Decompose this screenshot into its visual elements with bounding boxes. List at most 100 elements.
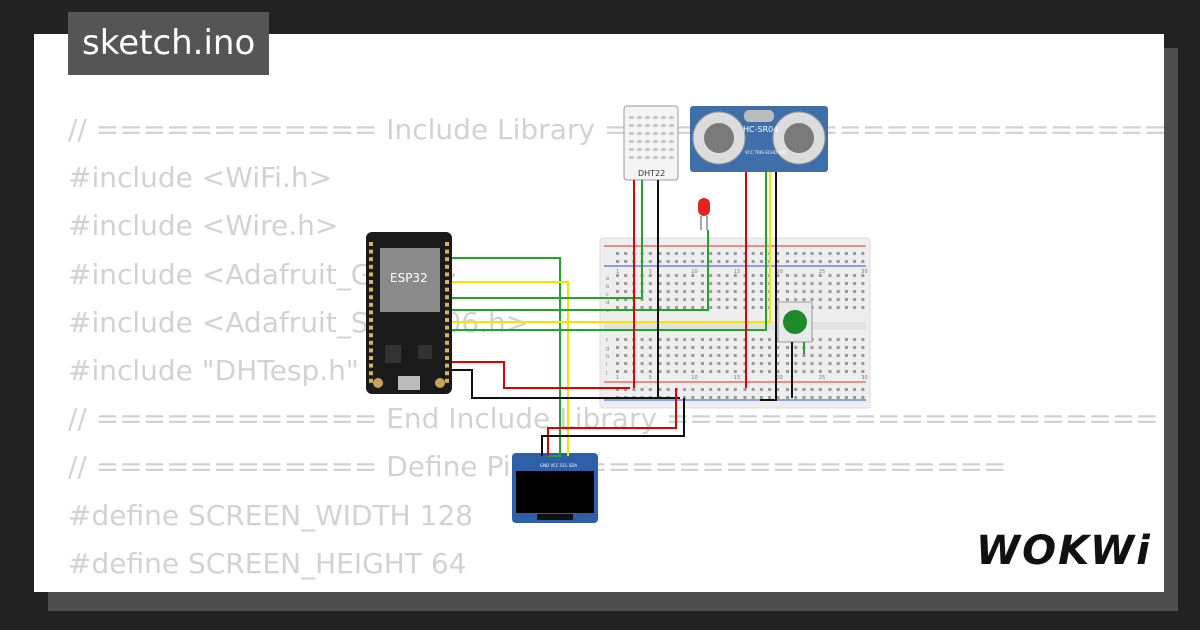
- breadboard-hole: [717, 274, 721, 277]
- breadboard-hole: [733, 354, 737, 357]
- breadboard-hole: [616, 274, 619, 277]
- breadboard-hole: [810, 370, 814, 373]
- breadboard-hole: [648, 370, 652, 373]
- breadboard-hole: [624, 298, 628, 301]
- breadboard-hole: [844, 274, 848, 277]
- breadboard-hole: [658, 370, 662, 373]
- breadboard-hole: [861, 346, 865, 349]
- breadboard-hole: [717, 362, 721, 365]
- breadboard-hole: [861, 260, 865, 263]
- breadboard-hole: [776, 298, 780, 301]
- breadboard-channel: [604, 322, 866, 330]
- breadboard-hole: [616, 298, 619, 301]
- breadboard-hole: [640, 388, 644, 391]
- breadboard-col-label: 5: [649, 375, 652, 381]
- breadboard-hole: [616, 346, 619, 349]
- breadboard-hole: [844, 298, 848, 301]
- breadboard-col-label: 25: [819, 375, 825, 381]
- breadboard-hole: [691, 282, 695, 285]
- breadboard-hole: [844, 396, 848, 399]
- breadboard-hole: [691, 306, 695, 309]
- dht22-vent: [661, 156, 666, 159]
- breadboard-hole: [717, 306, 721, 309]
- dht22-vent: [637, 148, 642, 151]
- breadboard-hole: [733, 260, 737, 263]
- breadboard-hole: [691, 252, 695, 255]
- breadboard-hole: [776, 252, 780, 255]
- breadboard-hole: [640, 354, 644, 357]
- esp32-pin: [369, 363, 373, 368]
- esp32-pin: [445, 287, 449, 292]
- breadboard-hole: [776, 260, 780, 263]
- breadboard-hole: [624, 362, 628, 365]
- breadboard-hole: [828, 306, 832, 309]
- breadboard-hole: [709, 354, 713, 357]
- breadboard-hole: [818, 338, 822, 341]
- breadboard-hole: [768, 388, 772, 391]
- breadboard-hole: [844, 346, 848, 349]
- breadboard-hole: [701, 354, 704, 357]
- dht22-vent: [637, 124, 642, 127]
- breadboard-hole: [861, 388, 865, 391]
- breadboard-hole: [861, 354, 865, 357]
- breadboard-hole: [828, 338, 832, 341]
- breadboard-hole: [861, 362, 865, 365]
- breadboard-hole: [836, 274, 840, 277]
- breadboard-hole: [733, 282, 737, 285]
- breadboard-hole: [624, 346, 628, 349]
- breadboard-hole: [725, 388, 729, 391]
- breadboard-hole: [683, 346, 687, 349]
- breadboard-hole: [709, 298, 713, 301]
- code-line: #define DHT_PIN 13: [68, 588, 1164, 592]
- breadboard-hole: [759, 274, 763, 277]
- breadboard-hole: [810, 282, 814, 285]
- breadboard-hole: [794, 396, 798, 399]
- esp32-pin: [369, 318, 373, 322]
- breadboard-hole: [709, 370, 713, 373]
- breadboard-hole: [624, 290, 628, 293]
- dht22-vent: [629, 124, 634, 127]
- breadboard-hole: [836, 290, 840, 293]
- breadboard-row-label: g: [606, 346, 609, 352]
- breadboard-hole: [648, 274, 652, 277]
- breadboard-hole: [648, 260, 652, 263]
- breadboard-hole: [658, 290, 662, 293]
- breadboard-hole: [717, 354, 721, 357]
- code-line: #include "DHTesp.h": [68, 353, 359, 387]
- breadboard-hole: [717, 290, 721, 293]
- esp32-board: ESP32: [366, 232, 452, 394]
- breadboard-hole: [844, 290, 848, 293]
- wire-red-vcc: [452, 361, 630, 389]
- wire-green-led: [452, 230, 709, 311]
- breadboard-hole: [776, 370, 780, 373]
- esp32-regulator: [385, 345, 401, 363]
- breadboard-hole: [691, 396, 695, 399]
- breadboard-hole: [861, 370, 865, 373]
- esp32-pin: [369, 264, 373, 269]
- breadboard-hole: [810, 252, 814, 255]
- breadboard-hole: [648, 338, 652, 341]
- breadboard-hole: [683, 306, 687, 309]
- breadboard-hole: [725, 338, 729, 341]
- breadboard-hole: [759, 252, 763, 255]
- breadboard-hole: [658, 298, 662, 301]
- breadboard-hole: [683, 388, 687, 391]
- breadboard-hole: [743, 388, 747, 391]
- push-button: [777, 301, 813, 343]
- breadboard-hole: [786, 290, 789, 293]
- breadboard-hole: [818, 298, 822, 301]
- breadboard-hole: [701, 370, 704, 373]
- breadboard-col-label: 20: [776, 269, 782, 275]
- breadboard-hole: [802, 282, 806, 285]
- oled-ribbon: [537, 514, 573, 520]
- dht22-vent: [669, 156, 674, 159]
- breadboard-hole: [810, 362, 814, 365]
- esp32-pin: [445, 378, 449, 383]
- breadboard-hole: [786, 346, 789, 349]
- wire-green-oled-scl: [452, 257, 561, 457]
- esp32-pin: [369, 242, 373, 246]
- breadboard-hole: [802, 388, 806, 391]
- breadboard-hole: [836, 388, 840, 391]
- preview-card: // ============ Include Library ========…: [34, 34, 1164, 592]
- dht22-vent: [661, 140, 666, 143]
